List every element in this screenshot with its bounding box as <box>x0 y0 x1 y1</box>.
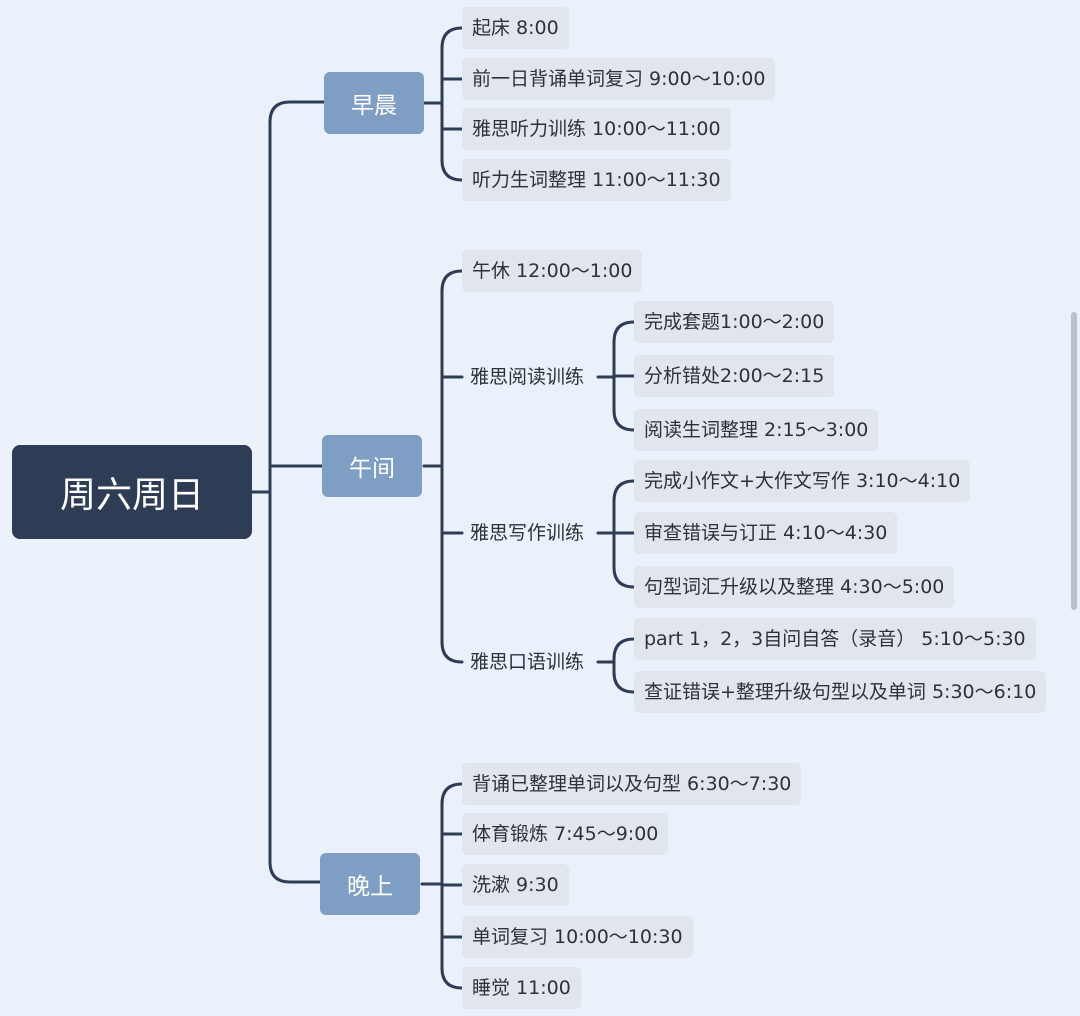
group-reading-training[interactable]: 雅思阅读训练 <box>470 366 585 388</box>
vertical-scrollbar[interactable] <box>1071 312 1077 610</box>
leaf-reading-analysis[interactable]: 分析错处2:00～2:15 <box>634 355 835 397</box>
leaf-speaking-review[interactable]: 查证错误+整理升级句型以及单词 5:30～6:10 <box>634 671 1047 713</box>
leaf-reading-vocab[interactable]: 阅读生词整理 2:15～3:00 <box>634 409 879 451</box>
leaf-listening-vocab[interactable]: 听力生词整理 11:00～11:30 <box>462 159 731 201</box>
section-evening[interactable]: 晚上 <box>320 853 420 915</box>
leaf-reading-set[interactable]: 完成套题1:00～2:00 <box>634 301 835 343</box>
leaf-writing-tasks[interactable]: 完成小作文+大作文写作 3:10～4:10 <box>634 460 971 502</box>
leaf-sleep[interactable]: 睡觉 11:00 <box>462 967 581 1009</box>
leaf-nap[interactable]: 午休 12:00～1:00 <box>462 250 643 292</box>
leaf-wake-up[interactable]: 起床 8:00 <box>462 7 569 49</box>
leaf-wash-up[interactable]: 洗漱 9:30 <box>462 864 569 906</box>
section-noon[interactable]: 午间 <box>322 435 422 497</box>
leaf-word-review-night[interactable]: 单词复习 10:00～10:30 <box>462 916 693 958</box>
leaf-exercise[interactable]: 体育锻炼 7:45～9:00 <box>462 813 669 855</box>
leaf-speaking-practice[interactable]: part 1，2，3自问自答（录音） 5:10～5:30 <box>634 618 1036 660</box>
group-writing-training[interactable]: 雅思写作训练 <box>470 522 585 544</box>
section-morning[interactable]: 早晨 <box>324 72 424 134</box>
leaf-recite-words[interactable]: 背诵已整理单词以及句型 6:30～7:30 <box>462 763 802 805</box>
leaf-writing-upgrade[interactable]: 句型词汇升级以及整理 4:30～5:00 <box>634 566 955 608</box>
group-speaking-training[interactable]: 雅思口语训练 <box>470 651 585 673</box>
leaf-word-review[interactable]: 前一日背诵单词复习 9:00～10:00 <box>462 58 776 100</box>
leaf-listening-training[interactable]: 雅思听力训练 10:00～11:00 <box>462 108 731 150</box>
root-node[interactable]: 周六周日 <box>12 445 252 539</box>
leaf-writing-correction[interactable]: 审查错误与订正 4:10～4:30 <box>634 512 898 554</box>
